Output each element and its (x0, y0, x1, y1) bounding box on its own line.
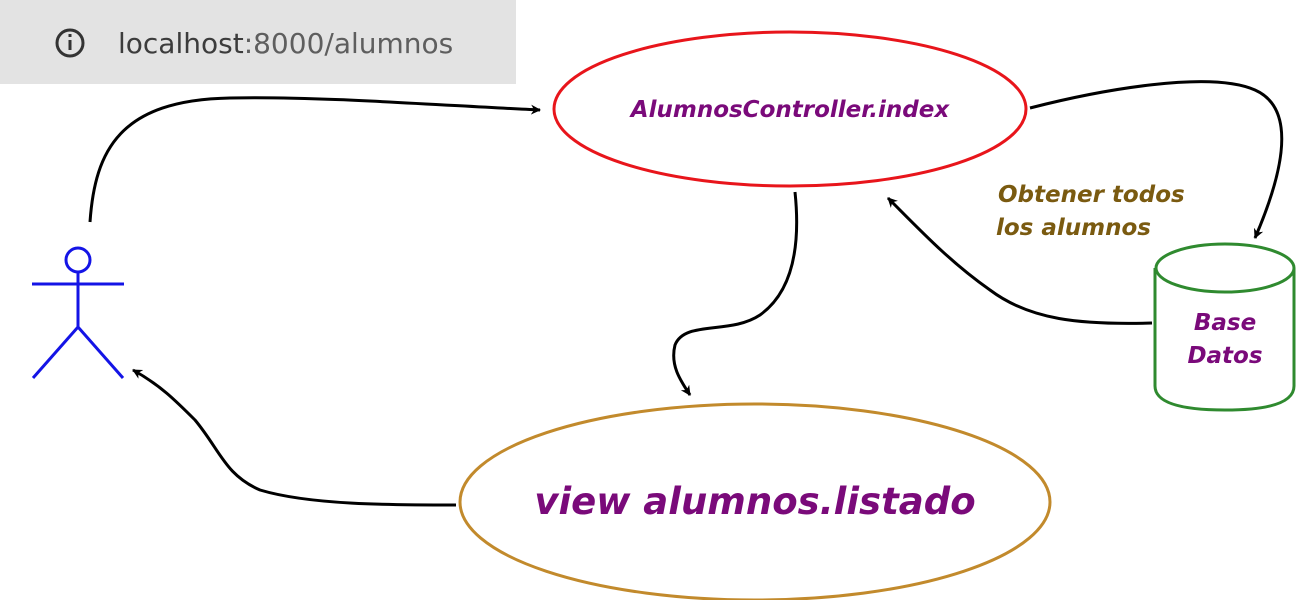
arrow-controller-to-database (1029, 80, 1284, 239)
url-host: localhost (118, 27, 244, 60)
address-bar-background (0, 0, 516, 84)
database-body (1153, 268, 1296, 412)
database-top (1154, 242, 1296, 294)
view-node: view alumnos.listado (458, 402, 1052, 600)
query-label-line2: los alumnos (996, 215, 1151, 241)
url-path: :8000/alumnos (244, 27, 454, 60)
arrow-controller-to-view (672, 191, 799, 396)
controller-ellipse (552, 30, 1028, 188)
address-bar[interactable]: localhost:8000/alumnos (0, 0, 516, 84)
controller-label: AlumnosController.index (629, 97, 951, 123)
view-ellipse (458, 402, 1052, 600)
arrow-database-to-controller (886, 196, 1153, 325)
controller-node: AlumnosController.index (552, 30, 1028, 188)
address-url[interactable]: localhost:8000/alumnos (118, 27, 453, 60)
view-label: view alumnos.listado (534, 480, 975, 523)
user-actor-icon (31, 246, 125, 379)
info-icon[interactable] (55, 28, 85, 58)
arrow-view-to-actor (132, 368, 457, 507)
query-label-line1: Obtener todos (998, 182, 1185, 208)
database-label-line1: Base (1194, 310, 1256, 336)
flow-arrows (88, 80, 1284, 507)
database-label-line2: Datos (1187, 343, 1262, 369)
arrow-actor-to-controller (88, 96, 541, 223)
database-node: Base Datos (1153, 242, 1296, 412)
